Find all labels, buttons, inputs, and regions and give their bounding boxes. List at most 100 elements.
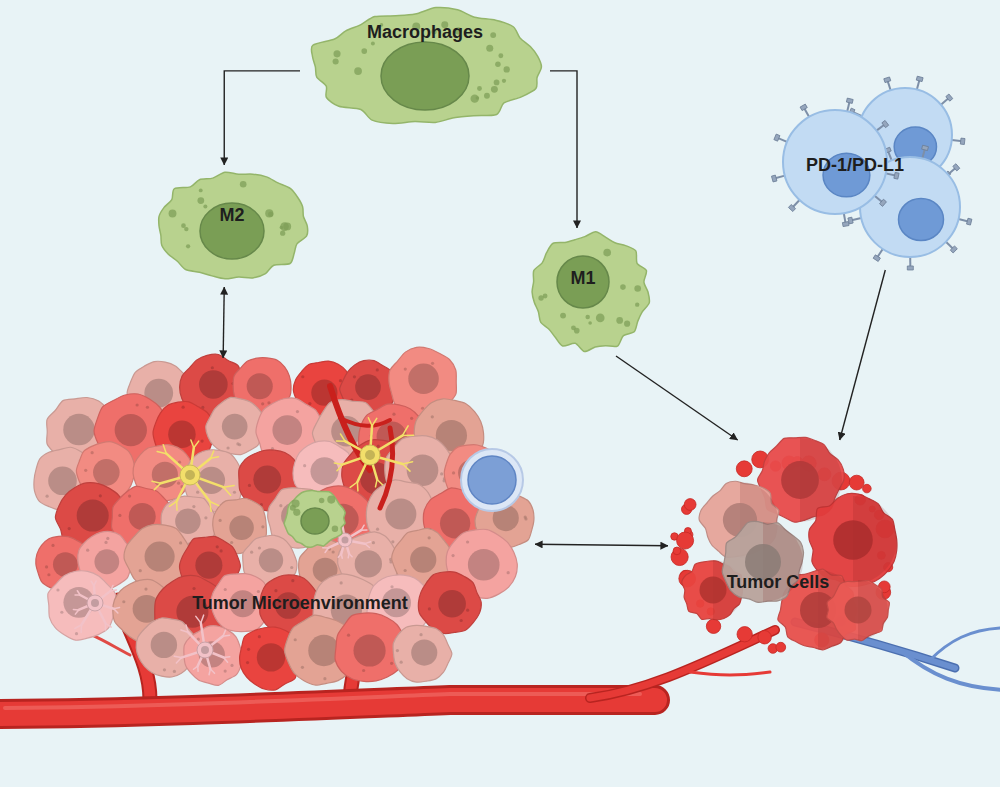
cell-granule: [290, 566, 293, 569]
cell-granule: [466, 540, 469, 543]
cell-granule: [294, 638, 297, 641]
cell-granule: [68, 527, 71, 530]
cell-granule: [233, 491, 236, 494]
cell-nucleus: [151, 632, 177, 658]
cell-nucleus: [845, 597, 872, 624]
cell-nucleus: [385, 498, 416, 529]
granule: [354, 67, 362, 75]
cell-granule: [258, 635, 261, 638]
cell-granule: [257, 590, 260, 593]
cell-process: [347, 554, 349, 558]
vesicle: [706, 619, 720, 633]
granule: [616, 317, 623, 324]
vesicle: [758, 631, 771, 644]
cell-nucleus: [199, 370, 228, 399]
cell-nucleus: [310, 457, 338, 485]
granule: [486, 45, 493, 52]
cell-granule: [226, 446, 229, 449]
cell-membrane: [827, 581, 890, 641]
node-label: Macrophages: [325, 21, 525, 43]
granule: [498, 53, 503, 58]
micro-vessel: [380, 428, 393, 508]
cell-granule: [248, 484, 251, 487]
cell-granule: [196, 491, 199, 494]
cell-granule: [524, 517, 527, 520]
cell-process: [75, 625, 82, 629]
cell-granule: [267, 401, 270, 404]
cell-process: [337, 464, 343, 470]
cell-membrane: [393, 625, 452, 682]
cell-granule: [339, 379, 342, 382]
cell-body: [87, 595, 103, 611]
granule: [504, 66, 510, 72]
cell-process: [368, 418, 372, 426]
granule: [361, 48, 367, 54]
cell-granule: [47, 573, 50, 576]
cell-granule: [428, 536, 431, 539]
vesicle: [849, 475, 864, 490]
cell-process: [210, 502, 211, 512]
cell-granule: [431, 362, 434, 365]
cell-illustration: [668, 440, 900, 665]
cell-granule: [219, 519, 222, 522]
cell-granule: [201, 439, 204, 442]
granule: [620, 284, 626, 290]
connector-arrow: [224, 71, 300, 165]
cell-granule: [86, 549, 89, 552]
cell-granule: [404, 569, 407, 572]
granule: [319, 498, 324, 503]
cell-process: [191, 440, 194, 448]
vesicle: [737, 627, 752, 642]
connector-arrow: [840, 270, 886, 440]
cell-granule: [323, 677, 326, 680]
receptor-head: [846, 98, 853, 103]
cell-process: [186, 625, 188, 632]
cell-granule: [91, 451, 94, 454]
cell-granule: [177, 482, 180, 485]
cell-illustration: [150, 165, 315, 287]
cell-process: [174, 656, 181, 657]
cell-process: [350, 482, 357, 487]
granule: [265, 209, 273, 217]
micro-vessel: [340, 418, 390, 426]
cell-process: [377, 479, 382, 484]
connector-arrow: [223, 287, 224, 358]
vesicle: [776, 642, 786, 652]
receptor-head: [884, 77, 891, 83]
cell-body: [180, 465, 200, 485]
cell-granule: [372, 541, 375, 544]
cell-granule: [303, 464, 306, 467]
granule: [624, 321, 630, 327]
macrophage-cell: Macrophages: [300, 2, 550, 132]
cell-granule: [122, 600, 125, 603]
granule: [169, 210, 177, 218]
cell-granule: [224, 588, 227, 591]
cell-process: [334, 463, 343, 464]
cell-process: [338, 554, 341, 557]
cell-process: [224, 487, 231, 495]
cell-granule: [332, 550, 335, 553]
cell-process: [106, 623, 112, 627]
cell-granule: [246, 661, 249, 664]
cell-granule: [104, 541, 107, 544]
receptor-head: [916, 76, 923, 81]
cell-nucleus: [77, 500, 109, 532]
cell-granule: [211, 366, 214, 369]
cell-nucleus: [195, 552, 222, 579]
cell-illustration: [525, 228, 655, 356]
vein: [930, 628, 1000, 660]
receptor-head: [842, 222, 849, 227]
granule: [199, 188, 203, 192]
cell-granule: [340, 581, 343, 584]
cell-granule: [353, 375, 356, 378]
granule: [491, 86, 498, 93]
granule: [538, 295, 543, 300]
tumor-cell: [393, 625, 452, 682]
vein: [900, 650, 1000, 690]
cell-nucleus: [168, 420, 195, 447]
granule: [327, 496, 335, 504]
node-label: Tumor Microenvironment: [165, 592, 435, 614]
cell-nucleus: [257, 643, 285, 671]
cell-process: [365, 544, 370, 548]
cell-membrane: [418, 572, 481, 634]
